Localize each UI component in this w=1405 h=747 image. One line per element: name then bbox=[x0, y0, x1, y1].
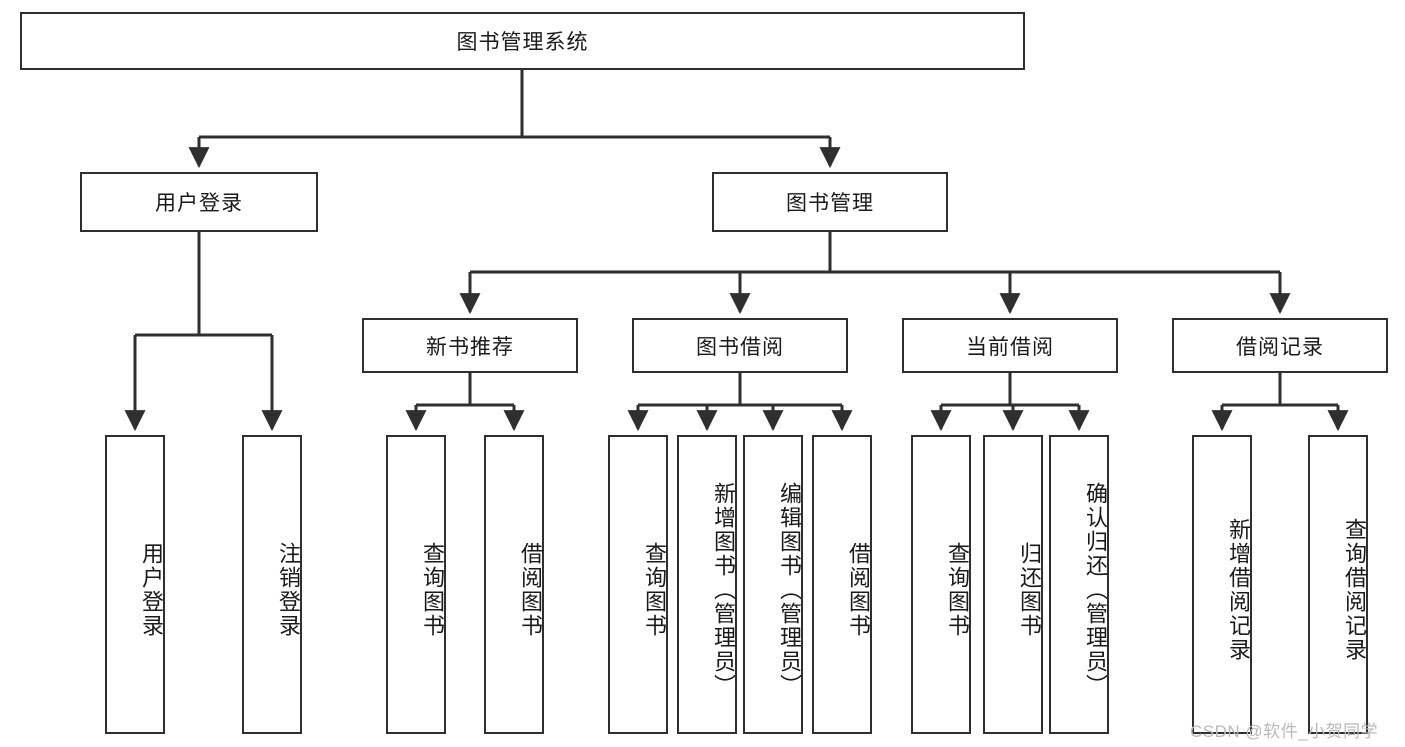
leaf-add-book-admin[interactable]: 新增图书（管理员） bbox=[677, 435, 737, 734]
leaf-label: 确认归还（管理员） bbox=[1083, 481, 1108, 698]
node-book-borrow[interactable]: 图书借阅 bbox=[632, 318, 848, 373]
leaf-label: 查询图书 bbox=[945, 541, 970, 638]
leaf-label: 编辑图书（管理员） bbox=[777, 481, 802, 698]
csdn-watermark: CSDN @软件_小贺同学 bbox=[1190, 722, 1379, 741]
leaf-label: 新增借阅记录 bbox=[1226, 517, 1251, 662]
leaf-query-book-recommend[interactable]: 查询图书 bbox=[386, 435, 446, 734]
leaf-label: 新增图书（管理员） bbox=[711, 481, 736, 698]
leaf-label: 查询图书 bbox=[420, 541, 445, 638]
node-book-borrow-label: 图书借阅 bbox=[696, 335, 784, 359]
node-user-login[interactable]: 用户登录 bbox=[80, 172, 318, 232]
node-current-borrow[interactable]: 当前借阅 bbox=[902, 318, 1118, 373]
leaf-logout[interactable]: 注销登录 bbox=[242, 435, 302, 734]
leaf-query-book-borrow[interactable]: 查询图书 bbox=[608, 435, 668, 734]
leaf-confirm-return-admin[interactable]: 确认归还（管理员） bbox=[1049, 435, 1109, 734]
leaf-borrow-book[interactable]: 借阅图书 bbox=[812, 435, 872, 734]
leaf-label: 借阅图书 bbox=[846, 541, 871, 638]
leaf-query-borrow-record[interactable]: 查询借阅记录 bbox=[1308, 435, 1368, 734]
node-borrow-record-label: 借阅记录 bbox=[1236, 335, 1324, 359]
node-root[interactable]: 图书管理系统 bbox=[20, 12, 1025, 70]
leaf-query-book-current[interactable]: 查询图书 bbox=[911, 435, 971, 734]
leaf-add-borrow-record[interactable]: 新增借阅记录 bbox=[1192, 435, 1252, 734]
node-root-label: 图书管理系统 bbox=[456, 31, 589, 54]
leaf-borrow-book-recommend[interactable]: 借阅图书 bbox=[484, 435, 544, 734]
leaf-user-login[interactable]: 用户登录 bbox=[105, 435, 165, 734]
node-book-management-label: 图书管理 bbox=[786, 192, 874, 215]
node-current-borrow-label: 当前借阅 bbox=[966, 335, 1054, 359]
node-book-management[interactable]: 图书管理 bbox=[712, 172, 948, 232]
node-user-login-label: 用户登录 bbox=[155, 192, 243, 215]
leaf-edit-book-admin[interactable]: 编辑图书（管理员） bbox=[743, 435, 803, 734]
leaf-return-book[interactable]: 归还图书 bbox=[983, 435, 1043, 734]
node-borrow-record[interactable]: 借阅记录 bbox=[1172, 318, 1388, 373]
leaf-label: 注销登录 bbox=[276, 541, 301, 638]
node-new-book-recommend-label: 新书推荐 bbox=[426, 335, 514, 359]
leaf-label: 查询图书 bbox=[642, 541, 667, 638]
leaf-label: 用户登录 bbox=[139, 541, 164, 638]
node-new-book-recommend[interactable]: 新书推荐 bbox=[362, 318, 578, 373]
leaf-label: 查询借阅记录 bbox=[1342, 517, 1367, 662]
leaf-label: 归还图书 bbox=[1017, 541, 1042, 638]
leaf-label: 借阅图书 bbox=[518, 541, 543, 638]
